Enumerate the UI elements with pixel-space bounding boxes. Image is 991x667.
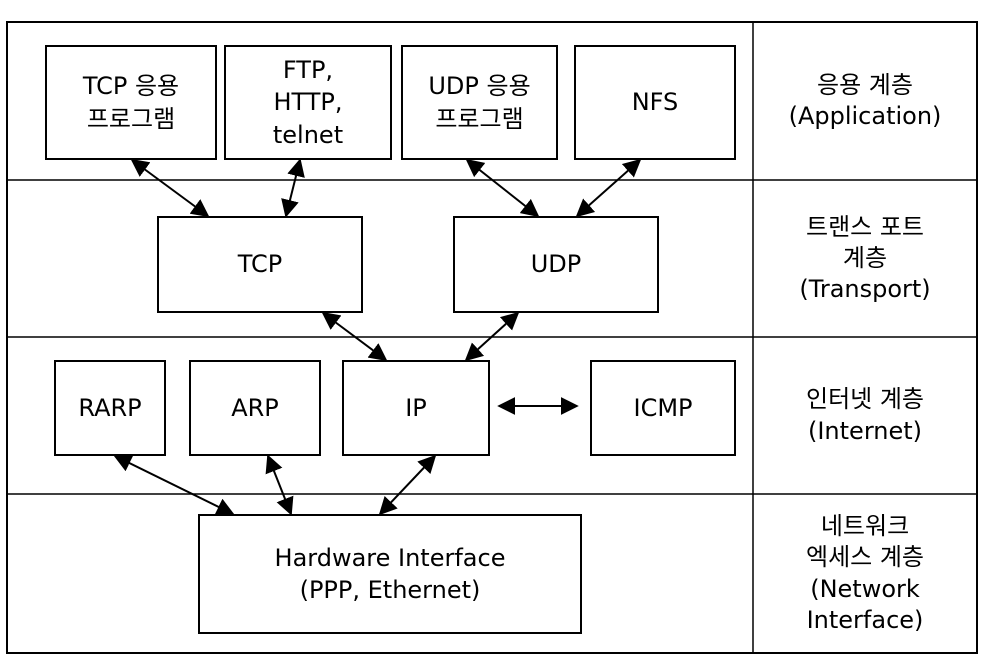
arrow-tcp-ip	[321, 311, 388, 362]
layer-label-internet: 인터넷 계층 (Internet)	[753, 337, 977, 494]
rarp-label: RARP	[78, 393, 142, 422]
arrow-arp-hardware	[265, 454, 294, 516]
hardware-interface-box: Hardware Interface (PPP, Ethernet)	[198, 514, 582, 634]
nfs-label: NFS	[631, 88, 679, 117]
layer-label-network-text: 네트워크 엑세스 계층 (Network Interface)	[805, 512, 925, 634]
arrow-udp-ip	[464, 311, 520, 362]
arrow-udpapp-udp	[465, 158, 540, 218]
rarp-box: RARP	[54, 360, 166, 456]
arrow-tcpapp-tcp	[130, 158, 210, 218]
arrow-ip-hardware	[378, 454, 437, 516]
layer-label-application: 응용 계층 (Application)	[753, 22, 977, 180]
tcp-box: TCP	[157, 216, 363, 313]
arrow-nfs-udp	[575, 158, 642, 218]
udp-label: UDP	[530, 250, 582, 279]
nfs-box: NFS	[574, 45, 736, 160]
layer-label-transport: 트랜스 포트 계층 (Transport)	[753, 180, 977, 337]
arrow-rarp-hardware	[113, 455, 235, 515]
hardware-interface-label: Hardware Interface (PPP, Ethernet)	[274, 543, 506, 604]
ip-label: IP	[405, 393, 427, 422]
arp-label: ARP	[231, 393, 279, 422]
udp-box: UDP	[453, 216, 659, 313]
tcp-application-label: TCP 응용 프로그램	[82, 72, 180, 133]
icmp-label: ICMP	[633, 393, 693, 422]
arp-box: ARP	[189, 360, 321, 456]
layer-label-transport-text: 트랜스 포트 계층 (Transport)	[799, 212, 931, 304]
ftp-http-telnet-box: FTP, HTTP, telnet	[224, 45, 392, 160]
icmp-box: ICMP	[590, 360, 736, 456]
udp-application-box: UDP 응용 프로그램	[401, 45, 558, 160]
udp-application-label: UDP 응용 프로그램	[428, 72, 531, 133]
tcp-application-box: TCP 응용 프로그램	[45, 45, 217, 160]
layer-label-application-text: 응용 계층 (Application)	[788, 70, 942, 130]
layer-label-internet-text: 인터넷 계층 (Internet)	[805, 385, 925, 445]
tcp-label: TCP	[237, 250, 283, 279]
arrow-ftp-tcp	[281, 158, 305, 218]
ip-box: IP	[342, 360, 490, 456]
ftp-http-telnet-label: FTP, HTTP, telnet	[272, 55, 344, 149]
layer-label-network: 네트워크 엑세스 계층 (Network Interface)	[753, 494, 977, 653]
